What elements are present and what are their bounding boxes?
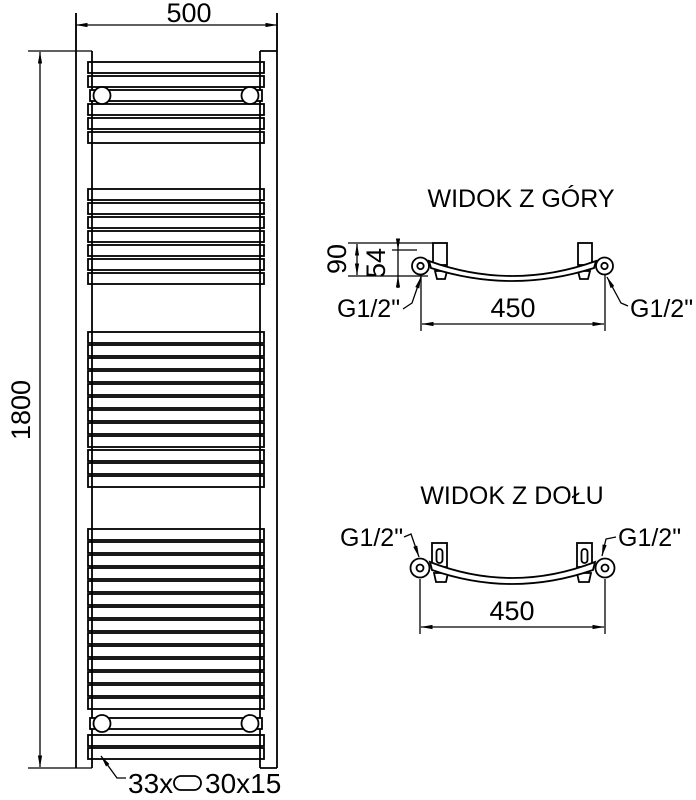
depth-dimension-90: 90 [322,242,433,277]
leader-line [402,276,422,310]
rung [87,230,265,243]
right-bracket-slot [580,548,589,564]
right-fitting-callout: G1/2" [601,524,681,557]
rung [87,632,265,645]
rung [87,567,265,580]
rung [87,619,265,632]
rung [87,331,265,344]
rung [87,528,265,541]
bracket-rails [89,86,263,733]
right-fitting-label: G1/2" [630,295,693,323]
mount-circle [92,714,112,733]
rung [87,202,265,215]
axis-dimension-label: 54 [361,248,391,278]
rung [87,396,265,409]
left-wall-bracket [432,242,448,266]
rung-size-label: 30x15 [205,768,281,799]
curved-tube [428,560,597,585]
rung [87,697,265,710]
leader-line [100,755,126,779]
rung [87,117,265,130]
rung [87,244,265,257]
rung [87,554,265,567]
rung [87,684,265,697]
rung [87,671,265,684]
rung [87,216,265,229]
width-dimension-label: 500 [166,0,211,28]
height-dimension: 1800 [6,50,92,769]
rung [87,658,265,671]
curved-tube [427,259,598,282]
left-fitting-callout: G1/2" [337,276,422,323]
front-view [75,13,278,769]
rung [87,272,265,285]
left-fitting-callout: G1/2" [340,524,420,558]
rung [87,475,265,488]
right-fitting-bore [600,261,609,271]
top-view: WIDOK Z GÓRY 90 54 450 [322,184,693,331]
right-fitting-callout: G1/2" [606,276,693,323]
leader-line [403,533,420,558]
span-dimension-bottom: 450 [419,579,606,634]
rung [87,606,265,619]
left-bracket-slot [435,548,444,564]
rung [87,344,265,357]
rung [87,422,265,435]
rung [87,357,265,370]
rung [87,75,265,88]
rung [87,383,265,396]
axis-dimension-54: 54 [361,238,417,288]
rung [87,61,265,74]
rung [87,593,265,606]
rung-count-label: 33x [128,768,173,799]
right-fitting-label: G1/2" [618,524,681,552]
rung [87,734,265,747]
right-fitting-bore [600,563,610,573]
left-fitting-bore [416,261,425,271]
rung [87,103,265,116]
rung [87,435,265,448]
mount-circle [240,86,260,105]
bottom-view-title: WIDOK Z DOŁU [420,482,603,510]
bottom-view: WIDOK Z DOŁU G1/2" G1/2" 450 [340,482,681,634]
rung [87,258,265,271]
rung [87,370,265,383]
bracket-rail [89,717,263,730]
rung [87,747,265,760]
span-dimension-top: 450 [420,275,606,331]
width-dimension: 500 [75,0,278,50]
right-wall-bracket [577,242,593,266]
rung [87,409,265,422]
oval-profile-icon [173,775,202,791]
left-fitting-label: G1/2" [337,295,400,323]
rung [87,541,265,554]
rung-annotation: 33x 30x15 [100,755,281,799]
height-dimension-label: 1800 [6,380,36,440]
rung [87,188,265,201]
rung-stack [87,61,265,760]
mount-circle [92,86,112,105]
rung [87,462,265,475]
leader-line [606,276,629,307]
rung [87,645,265,658]
left-fitting-bore [415,563,425,573]
bracket-rail [89,89,263,102]
leader-line [601,536,617,557]
mount-circle [240,714,260,733]
left-fitting-label: G1/2" [340,524,403,552]
rung [87,449,265,462]
span-dimension-label: 450 [490,293,535,323]
rung [87,580,265,593]
rung [87,131,265,144]
depth-dimension-label: 90 [322,244,352,274]
top-view-title: WIDOK Z GÓRY [427,184,614,213]
span-dimension-label: 450 [489,596,534,626]
